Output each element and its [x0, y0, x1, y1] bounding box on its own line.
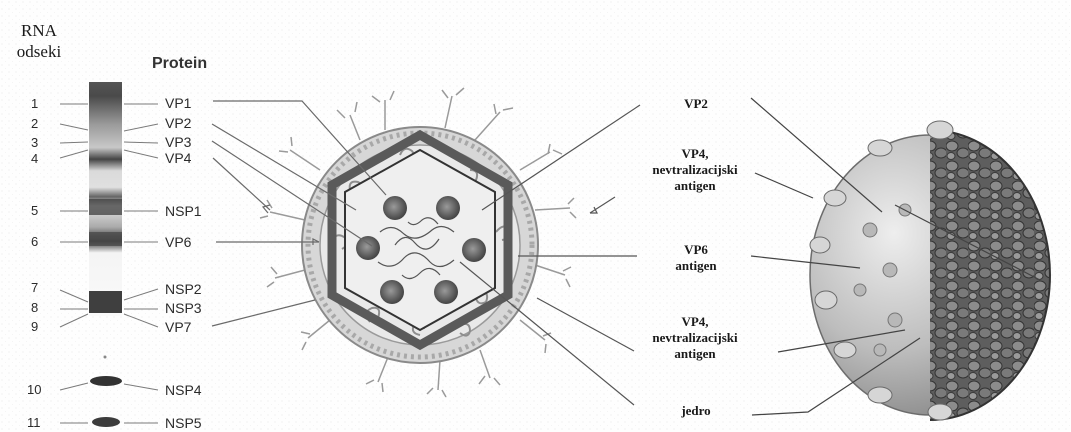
- label-line: VP6: [640, 242, 752, 258]
- segment-number: 11: [27, 415, 41, 430]
- protein-label: VP4: [165, 150, 191, 166]
- label-vp2: VP2: [640, 96, 752, 112]
- label-line: nevtralizacijski: [620, 162, 770, 178]
- protein-label: VP6: [165, 234, 191, 250]
- segment-number: 1: [31, 96, 38, 111]
- virus-3d-render: [810, 121, 1050, 420]
- protein-label: NSP1: [165, 203, 202, 219]
- segment-number: 3: [31, 135, 38, 150]
- protein-label: NSP5: [165, 415, 202, 431]
- segment-number: 4: [31, 151, 38, 166]
- label-line: VP4,: [620, 146, 770, 162]
- segment-number-lines: [60, 104, 88, 423]
- label-line: VP4,: [620, 314, 770, 330]
- segment-number: 5: [31, 203, 38, 218]
- protein-label: VP7: [165, 319, 191, 335]
- label-line: nevtralizacijski: [620, 330, 770, 346]
- label-vp6-antigen: VP6 antigen: [640, 242, 752, 274]
- protein-label: VP3: [165, 134, 191, 150]
- segment-number: 10: [27, 382, 41, 397]
- protein-label: NSP3: [165, 300, 202, 316]
- label-vp4-neutralizing-top: VP4, nevtralizacijski antigen: [620, 146, 770, 194]
- label-line: antigen: [620, 178, 770, 194]
- protein-label: VP1: [165, 95, 191, 111]
- protein-label: NSP4: [165, 382, 202, 398]
- protein-lines: [124, 104, 158, 423]
- segment-number: 8: [31, 300, 38, 315]
- label-line: antigen: [640, 258, 752, 274]
- label-line: antigen: [620, 346, 770, 362]
- segment-number: 2: [31, 116, 38, 131]
- label-vp4-neutralizing-bottom: VP4, nevtralizacijski antigen: [620, 314, 770, 362]
- protein-label: NSP2: [165, 281, 202, 297]
- segment-number: 6: [31, 234, 38, 249]
- segment-number: 7: [31, 280, 38, 295]
- protein-label: VP2: [165, 115, 191, 131]
- segment-number: 9: [31, 319, 38, 334]
- label-core: jedro: [640, 403, 752, 419]
- gel-strip: [89, 82, 122, 427]
